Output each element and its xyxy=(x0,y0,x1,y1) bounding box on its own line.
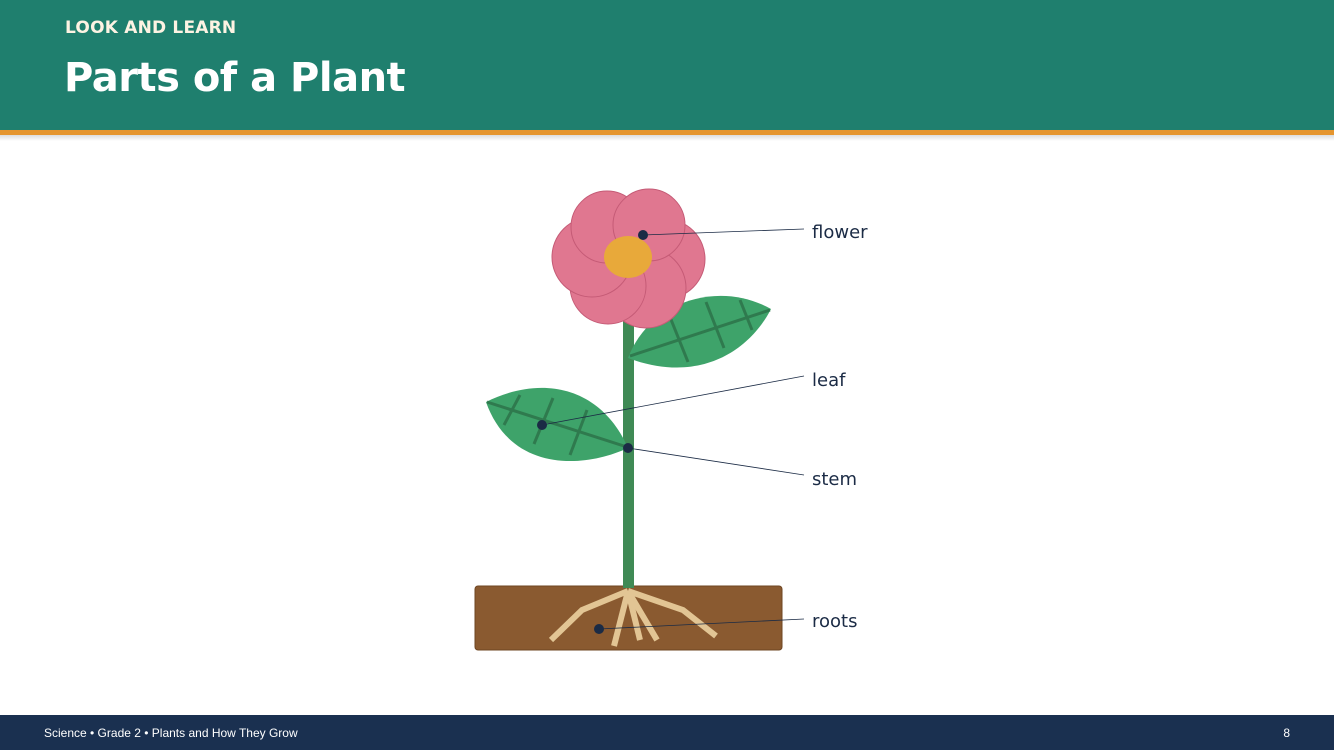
stem-marker xyxy=(623,443,633,453)
label-roots: roots xyxy=(812,611,857,632)
leaf-marker xyxy=(537,420,547,430)
label-flower: flower xyxy=(812,222,868,243)
flower-marker xyxy=(638,230,648,240)
label-stem: stem xyxy=(812,469,857,490)
footer-bar: Science • Grade 2 • Plants and How They … xyxy=(0,715,1334,750)
page-number: 8 xyxy=(1283,726,1290,740)
section-kicker: LOOK AND LEARN xyxy=(65,18,237,38)
leaf-left xyxy=(486,387,628,462)
header-shadow xyxy=(0,135,1334,141)
header-bar xyxy=(0,0,1334,130)
page-title: Parts of a Plant xyxy=(64,55,406,101)
flower-leader-line xyxy=(642,228,805,236)
flower-shape xyxy=(551,188,706,329)
flower-center xyxy=(604,236,652,278)
footer-course-info: Science • Grade 2 • Plants and How They … xyxy=(44,726,298,740)
roots-leader-line xyxy=(598,618,805,630)
label-leaf: leaf xyxy=(812,370,846,391)
header-accent-rule xyxy=(0,130,1334,135)
roots-marker xyxy=(594,624,604,634)
stem-leader-line xyxy=(627,447,805,476)
roots-shape xyxy=(548,588,718,647)
leaf-leader-line xyxy=(541,375,805,426)
